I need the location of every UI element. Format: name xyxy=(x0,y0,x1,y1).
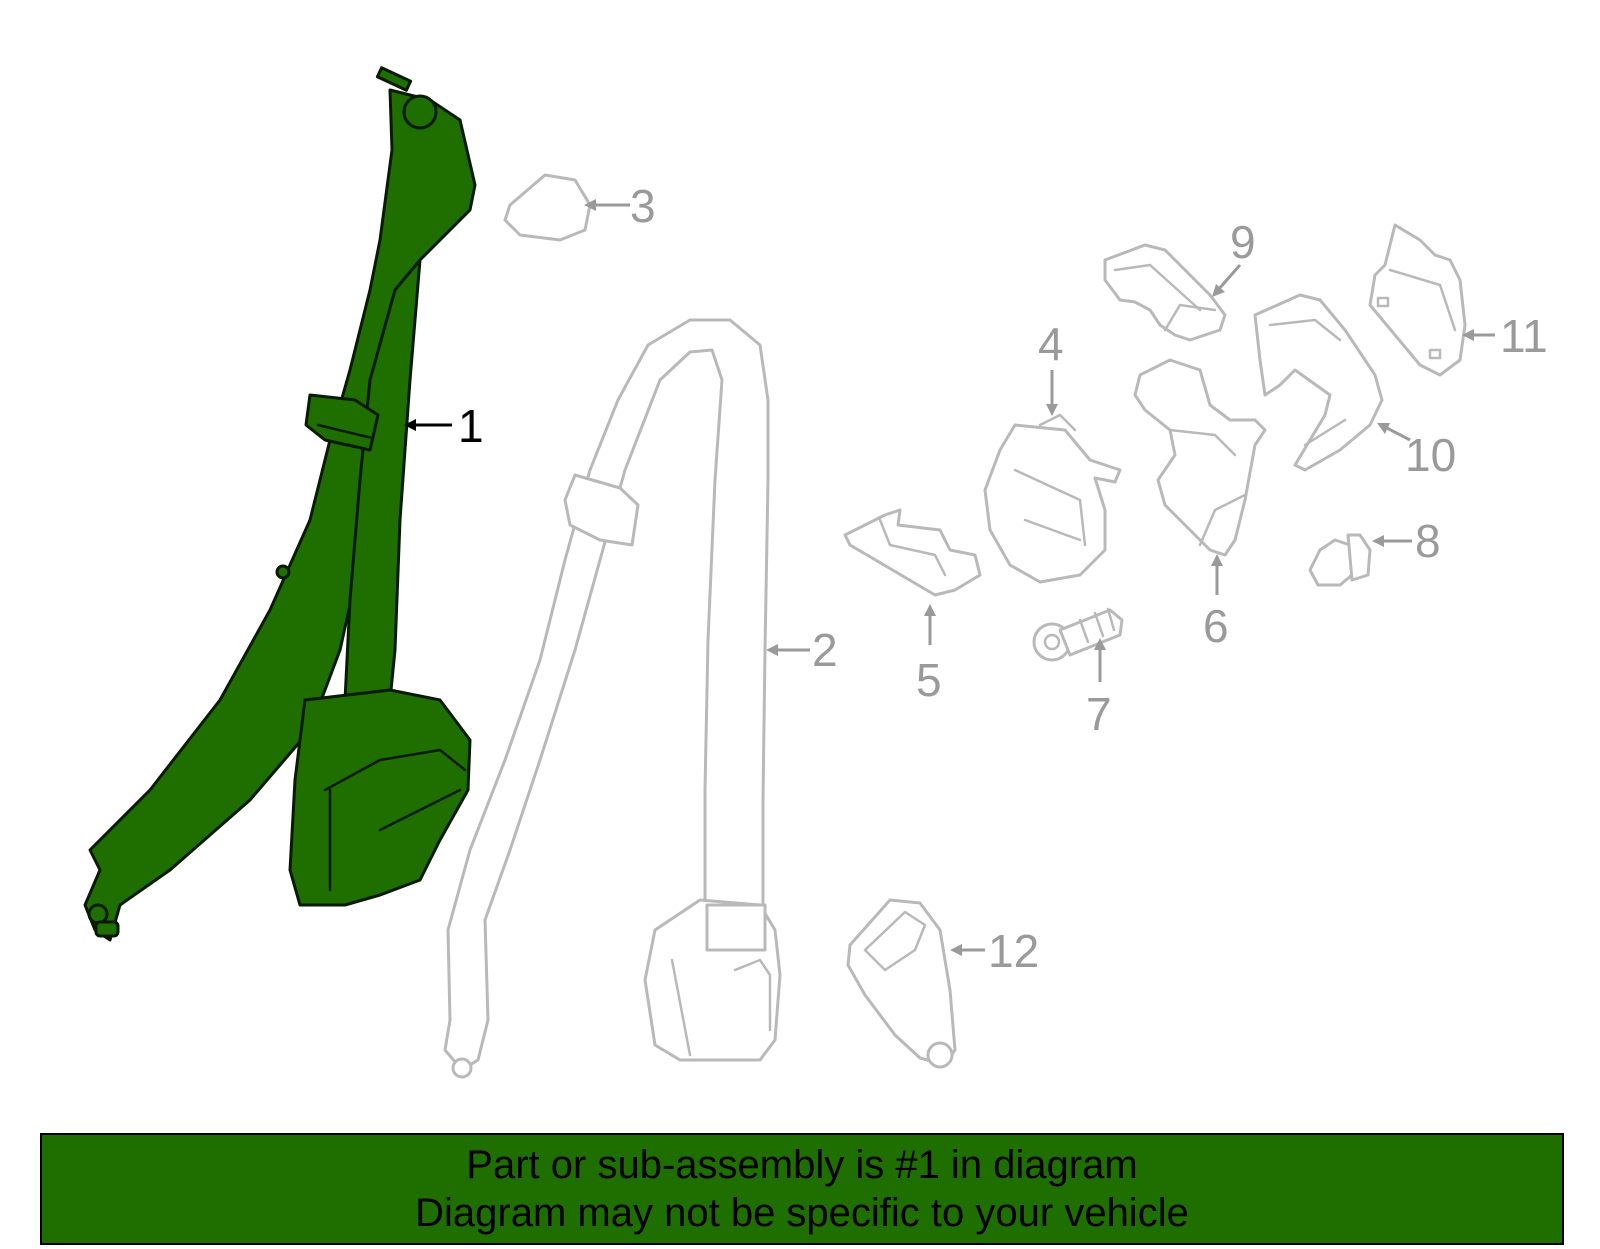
callout-7: 7 xyxy=(1086,638,1112,740)
callout-6: 6 xyxy=(1203,554,1229,652)
callout-5: 5 xyxy=(916,604,942,706)
svg-text:4: 4 xyxy=(1038,318,1064,370)
svg-text:9: 9 xyxy=(1230,216,1256,268)
part-11-trim-panel[interactable] xyxy=(1368,223,1467,377)
part-7-bolt[interactable] xyxy=(1032,607,1124,662)
callout-1: 1 xyxy=(404,400,484,452)
part-1-seat-belt-assembly[interactable] xyxy=(83,66,477,942)
svg-text:11: 11 xyxy=(1500,310,1548,362)
callout-8: 8 xyxy=(1372,515,1441,567)
callout-2: 2 xyxy=(766,624,838,676)
callout-11: 11 xyxy=(1462,310,1548,362)
part-6-bracket[interactable] xyxy=(1133,358,1267,557)
part-10-trim-cover[interactable] xyxy=(1253,293,1384,472)
part-4-bracket[interactable] xyxy=(983,413,1122,584)
parts-diagram: 1 2 3 4 5 6 7 8 9 10 xyxy=(83,66,1548,1079)
callout-3: 3 xyxy=(584,180,656,232)
info-banner: Part or sub-assembly is #1 in diagram Di… xyxy=(40,1133,1564,1245)
callout-10: 10 xyxy=(1377,423,1456,481)
part-9-cover[interactable] xyxy=(1103,243,1227,342)
svg-text:10: 10 xyxy=(1405,429,1456,481)
svg-text:6: 6 xyxy=(1203,600,1229,652)
callout-4: 4 xyxy=(1038,318,1064,416)
svg-text:5: 5 xyxy=(916,654,942,706)
svg-text:2: 2 xyxy=(812,624,838,676)
part-5-clip[interactable] xyxy=(843,508,982,597)
svg-text:3: 3 xyxy=(630,180,656,232)
banner-line-disclaimer: Diagram may not be specific to your vehi… xyxy=(415,1191,1189,1235)
svg-text:1: 1 xyxy=(458,400,484,452)
svg-text:12: 12 xyxy=(988,925,1039,977)
part-8-push-pin[interactable] xyxy=(1308,533,1372,587)
banner-line-part-info: Part or sub-assembly is #1 in diagram xyxy=(466,1143,1138,1187)
callout-9: 9 xyxy=(1212,216,1256,297)
svg-text:7: 7 xyxy=(1086,688,1112,740)
callout-12: 12 xyxy=(950,925,1039,977)
part-2-seat-belt-assembly[interactable] xyxy=(443,318,782,1079)
part-3-cap[interactable] xyxy=(503,173,592,242)
part-12-buckle[interactable] xyxy=(846,898,957,1069)
svg-text:8: 8 xyxy=(1415,515,1441,567)
